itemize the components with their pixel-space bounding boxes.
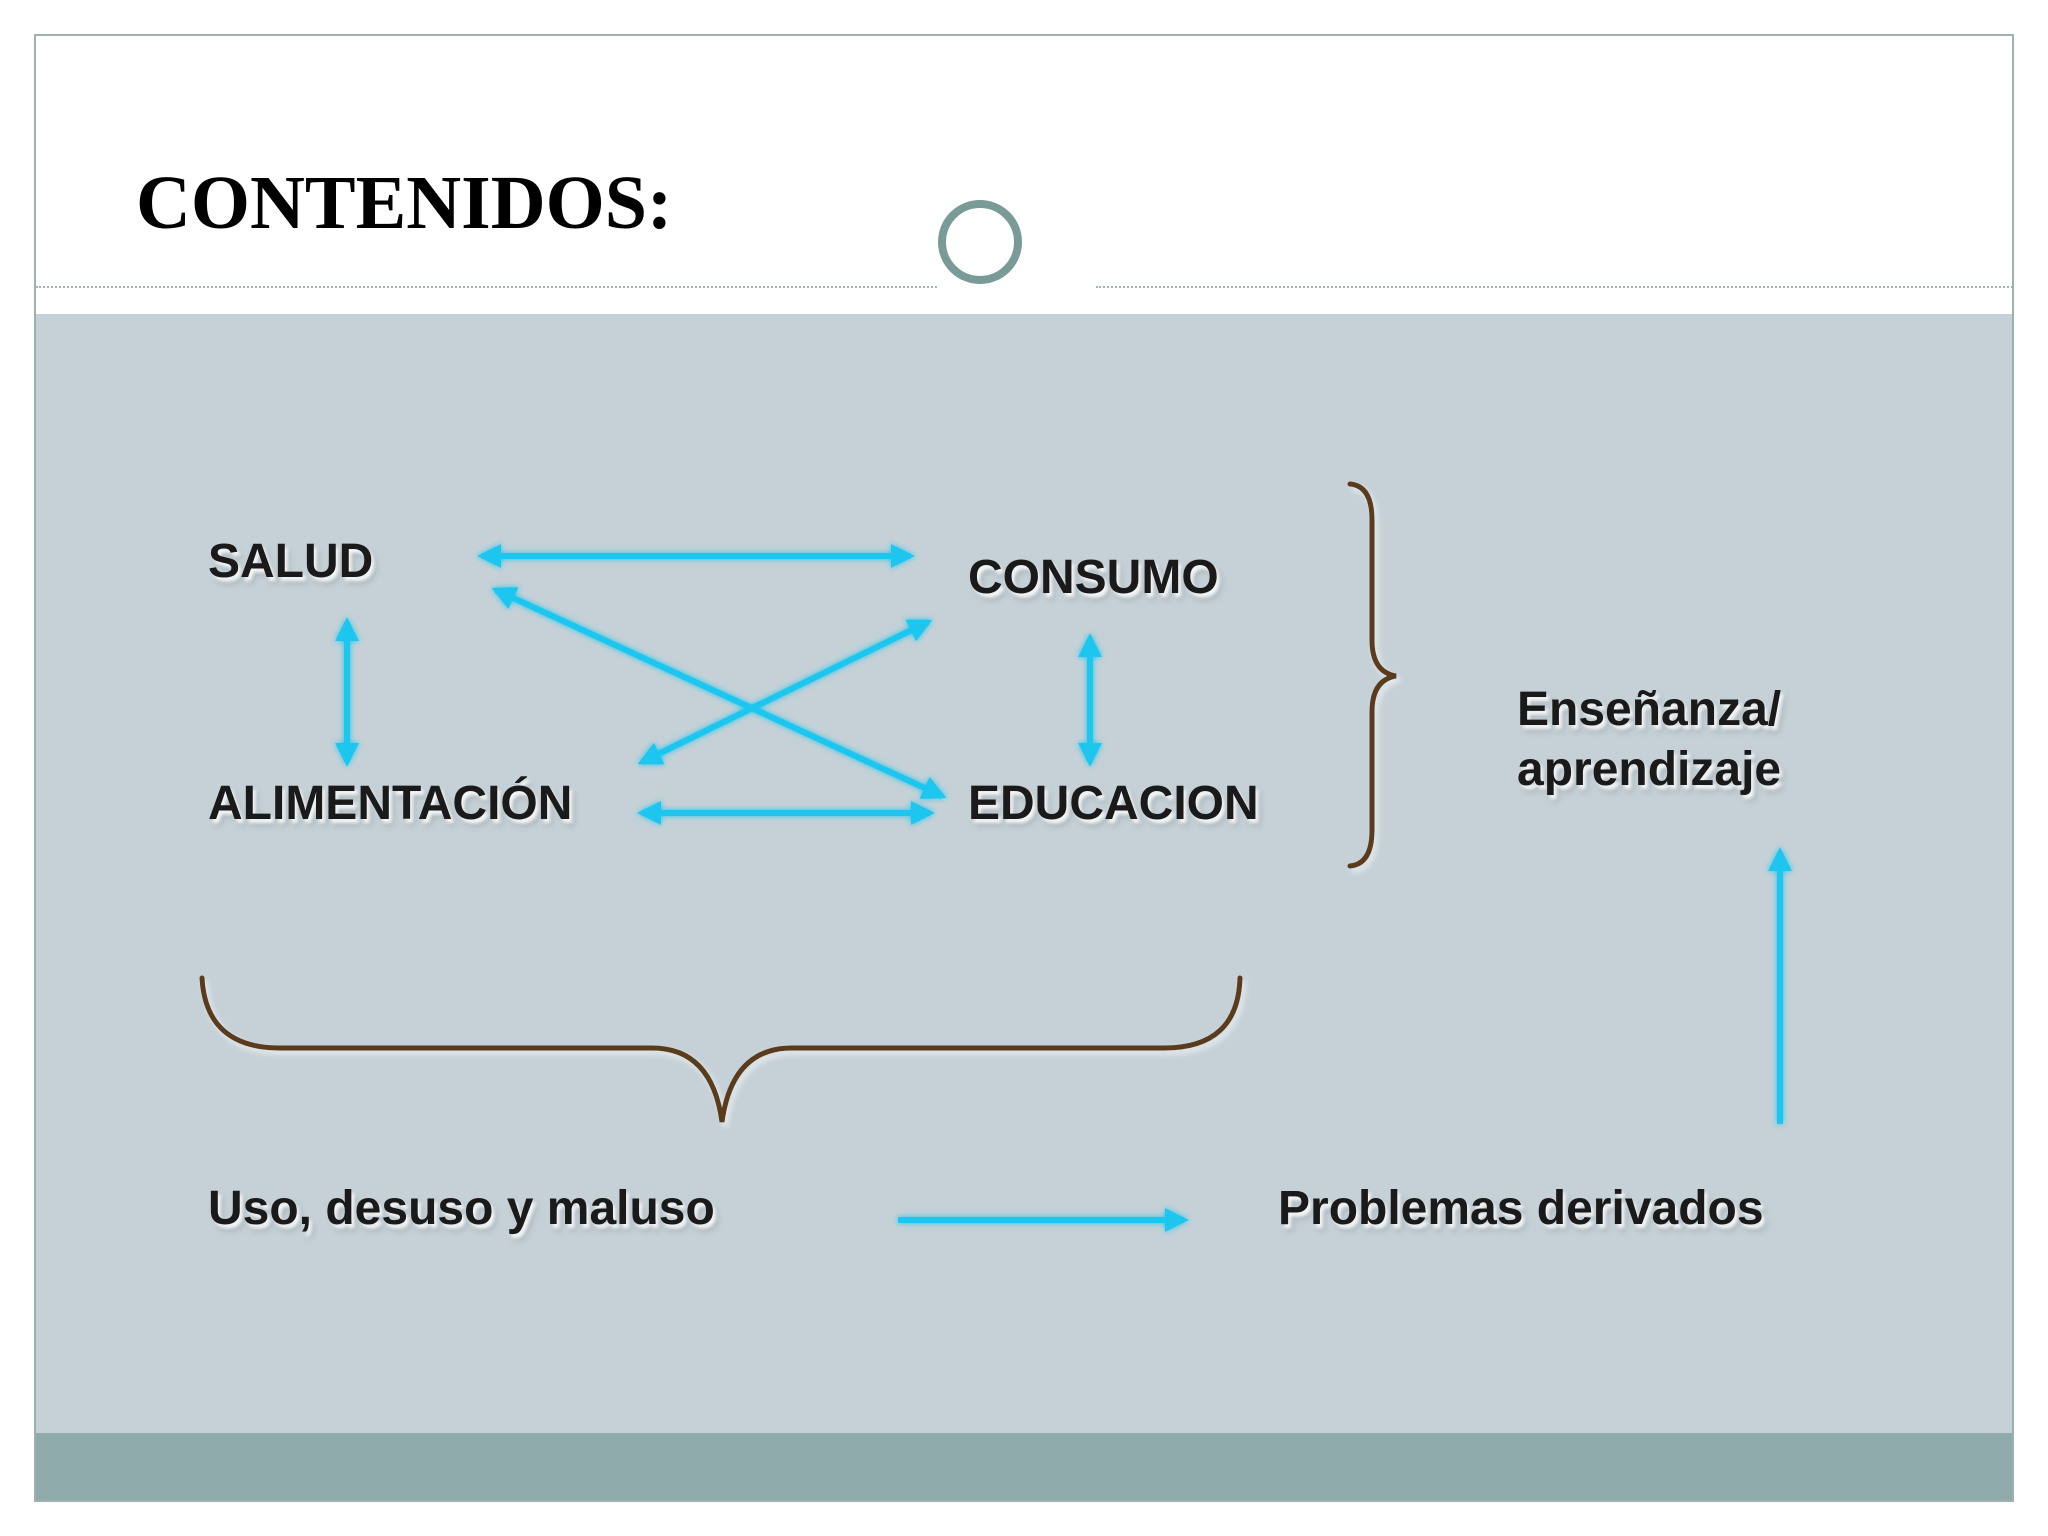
- node-ensenanza-line2: aprendizaje: [1517, 743, 1782, 796]
- slide-footer-band: [36, 1433, 2012, 1500]
- brace-bottom: [199, 975, 1243, 1123]
- slide-title: CONTENIDOS:: [136, 161, 673, 245]
- circle-ornament-ring: [938, 200, 1022, 284]
- header-divider-right: [1096, 286, 2012, 288]
- slide-content-area: [36, 314, 2012, 1433]
- slide-header: CONTENIDOS:: [36, 36, 2012, 314]
- node-ensenanza-line1: Enseñanza/: [1517, 683, 1782, 736]
- arrow-consumo-alimentacion: [637, 619, 933, 765]
- brace-right: [1347, 481, 1397, 869]
- node-consumo: CONSUMO: [968, 551, 1219, 604]
- node-uso-desuso-maluso: Uso, desuso y maluso: [208, 1182, 715, 1235]
- node-salud: SALUD: [208, 535, 374, 588]
- node-problemas-derivados: Problemas derivados: [1278, 1182, 1764, 1235]
- node-ensenanza-aprendizaje: Enseñanza/ aprendizaje: [1517, 680, 1781, 800]
- arrow-salud-educacion: [491, 587, 947, 799]
- slide: CONTENIDOS:: [34, 34, 2014, 1502]
- circle-ornament-icon: [930, 192, 1030, 292]
- node-educacion: EDUCACION: [968, 777, 1259, 830]
- node-alimentacion: ALIMENTACIÓN: [208, 777, 573, 830]
- header-divider-left: [36, 286, 956, 288]
